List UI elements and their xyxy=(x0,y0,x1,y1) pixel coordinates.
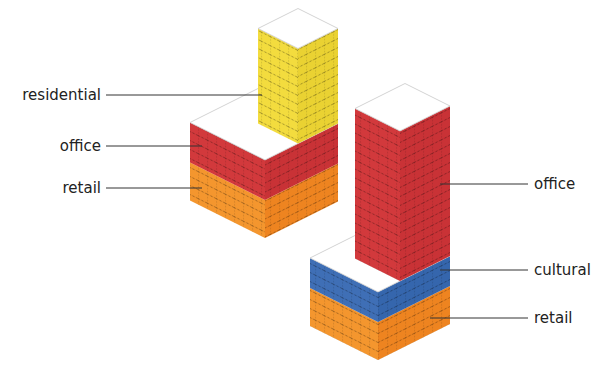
callout-label: retail xyxy=(533,309,573,327)
right-building xyxy=(310,84,450,361)
callout-label: office xyxy=(59,137,102,155)
callout-label: cultural xyxy=(533,261,592,279)
callout-label: residential xyxy=(21,86,102,104)
callout-label: retail xyxy=(62,179,102,197)
left-building xyxy=(190,9,338,239)
leader-lines xyxy=(106,95,528,318)
callout-label: office xyxy=(533,175,576,193)
